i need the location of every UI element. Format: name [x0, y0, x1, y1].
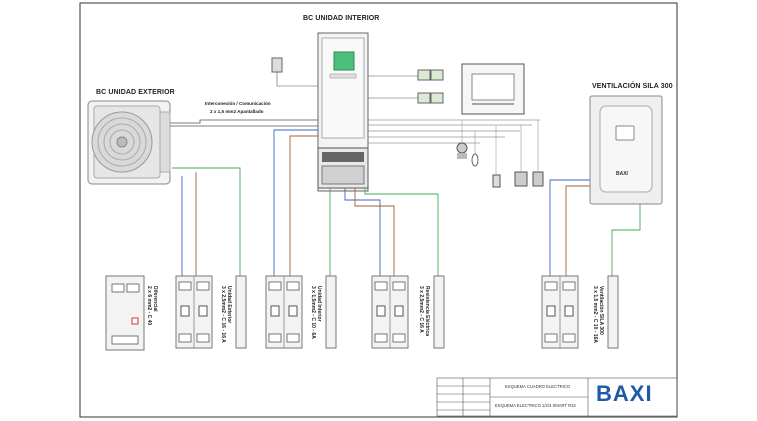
- title-block-subtitle: ESQUEMA ELECTRICO 1/2/3 SMART R32: [495, 403, 576, 408]
- indoor-unit-display: [333, 51, 355, 71]
- junction-box: [368, 63, 540, 144]
- breaker-unidad-interior: [265, 275, 337, 349]
- comms-cable: [170, 119, 318, 124]
- title-block-name: ESQUEMA CUADRO ELECTRICO: [505, 384, 571, 389]
- breaker-unidad-exterior: [175, 275, 247, 349]
- breaker-resistencia: [371, 275, 445, 349]
- breaker-ventilacion: [541, 275, 619, 349]
- comms-label-1: Interconexión / Comunicación: [205, 101, 271, 106]
- title-block: [436, 377, 678, 417]
- comms-label-2: 2 x 1,5 mm2 Apantallado: [210, 109, 264, 114]
- ventilation-unit: [589, 95, 663, 205]
- baxi-logo: BAXI: [596, 381, 653, 406]
- ventilation-unit-badge: BAXI: [616, 171, 628, 177]
- thermostats: [368, 69, 444, 104]
- wiring: [172, 129, 641, 276]
- ventilation-title: VENTILACIÓN SILA 300: [592, 83, 673, 90]
- breaker-diferencial: [105, 275, 145, 351]
- outdoor-unit: [87, 100, 171, 185]
- power-adapter: [271, 57, 318, 87]
- indoor-unit: [317, 32, 369, 192]
- sheet-border: [79, 2, 678, 418]
- outdoor-unit-title: BC UNIDAD EXTERIOR: [96, 89, 175, 96]
- indoor-unit-title: BC UNIDAD INTERIOR: [303, 15, 380, 22]
- sensors: [456, 120, 544, 188]
